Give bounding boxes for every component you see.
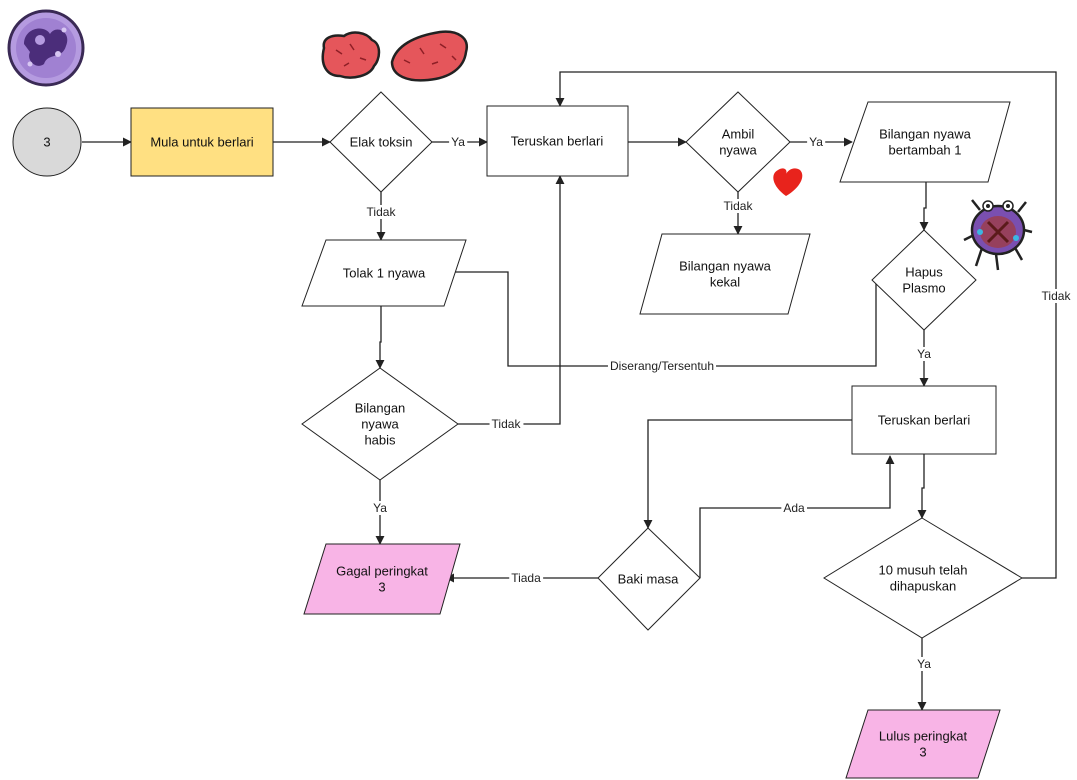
- edge-tambah-hapus: [919, 182, 929, 231]
- edge-label-musuh-ya: Ya: [917, 657, 931, 671]
- edge-label-baki-tiada: Tiada: [511, 571, 541, 585]
- edge-label-elak-ya: Ya: [451, 135, 465, 149]
- node-label-mula: Mula untuk berlari: [150, 135, 253, 150]
- node-baki: Baki masa: [597, 527, 701, 631]
- edge-terus2-baki: [643, 419, 852, 529]
- edge-habis-terus1: [458, 175, 565, 425]
- edge-label-habis-ya: Ya: [373, 501, 387, 515]
- edge-label-musuh-tidak: Tidak: [1042, 289, 1072, 303]
- edge-label-ambil-ya: Ya: [809, 135, 823, 149]
- edge-hapus-tolak: [419, 267, 877, 367]
- edge-tolak-habis: [375, 306, 385, 369]
- edge-terus2-musuh: [917, 454, 927, 519]
- edge-label-baki-ada: Ada: [783, 501, 805, 515]
- node-label-elak: Elak toksin: [350, 135, 413, 150]
- node-label-terus1: Teruskan berlari: [511, 134, 604, 149]
- nodes: 3 Mula untuk berlari Elak toksin Teruska…: [12, 91, 1023, 779]
- heart-icon: [773, 168, 803, 196]
- lung-toxin-icon: [321, 30, 469, 82]
- node-label-tolak: Tolak 1 nyawa: [343, 266, 426, 281]
- edge-label-hapus-diserang: Diserang/Tersentuh: [610, 359, 714, 373]
- node-label-terus2: Teruskan berlari: [878, 413, 971, 428]
- edge-label-habis-tidak: Tidak: [492, 417, 522, 431]
- node-start: 3: [12, 107, 82, 177]
- node-tolak: Tolak 1 nyawa: [301, 239, 467, 307]
- edge-musuh-terus1: [555, 71, 1057, 579]
- edge-label-elak-tidak: Tidak: [367, 205, 397, 219]
- node-terus1: Teruskan berlari: [486, 105, 629, 177]
- plasmodium-bug-icon: [963, 199, 1033, 271]
- node-terus2: Teruskan berlari: [851, 385, 997, 455]
- edge-label-hapus-ya: Ya: [917, 347, 931, 361]
- node-label-start: 3: [43, 135, 50, 150]
- node-mula: Mula untuk berlari: [130, 107, 274, 177]
- edge-label-ambil-tidak: Tidak: [724, 199, 754, 213]
- node-elak: Elak toksin: [329, 91, 433, 193]
- white-blood-cell-icon: [7, 9, 85, 87]
- node-label-baki: Baki masa: [618, 572, 679, 587]
- edge-labels: Ya Tidak Ya Tidak Diserang/Tersentuh Ya …: [364, 135, 1074, 671]
